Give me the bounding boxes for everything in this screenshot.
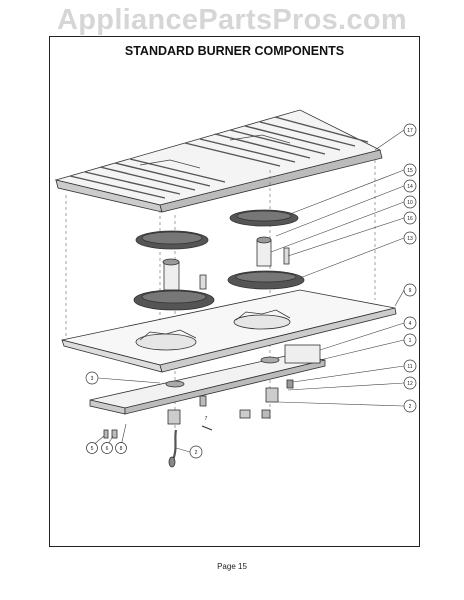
left-burner-cap — [135, 230, 209, 250]
callout-label: 3 — [91, 376, 94, 382]
page-number: Page 15 — [217, 562, 247, 571]
callout-label: 7 — [205, 416, 208, 422]
burner-grate — [54, 109, 383, 213]
watermark: AppliancePartsPros.com — [57, 4, 407, 36]
callout-label: 15 — [407, 168, 413, 174]
burner-pan — [61, 289, 397, 373]
callout-label: 8 — [120, 446, 123, 452]
callout-label: 10 — [407, 200, 413, 206]
callout-label: 4 — [409, 321, 412, 327]
callout-label: 16 — [407, 216, 413, 222]
callout-label: 14 — [407, 184, 413, 190]
callout-label: 17 — [407, 128, 413, 134]
callout-label: 2 — [409, 404, 412, 410]
callout-label: 5 — [91, 446, 94, 452]
callout-label: 2 — [195, 450, 198, 456]
callout-label: 11 — [407, 364, 412, 370]
manifold-bracket — [89, 344, 326, 415]
callout-label: 9 — [409, 288, 412, 294]
right-burner-cap — [229, 209, 299, 227]
callout-label: 12 — [407, 381, 413, 387]
right-burner-base — [227, 270, 305, 290]
diagram-frame — [49, 36, 420, 547]
callout-label: 13 — [407, 236, 413, 242]
left-burner-base — [133, 289, 215, 311]
diagram-title: STANDARD BURNER COMPONENTS — [124, 44, 345, 58]
callout-label: 1 — [409, 338, 412, 344]
callout-label: 6 — [106, 446, 109, 452]
